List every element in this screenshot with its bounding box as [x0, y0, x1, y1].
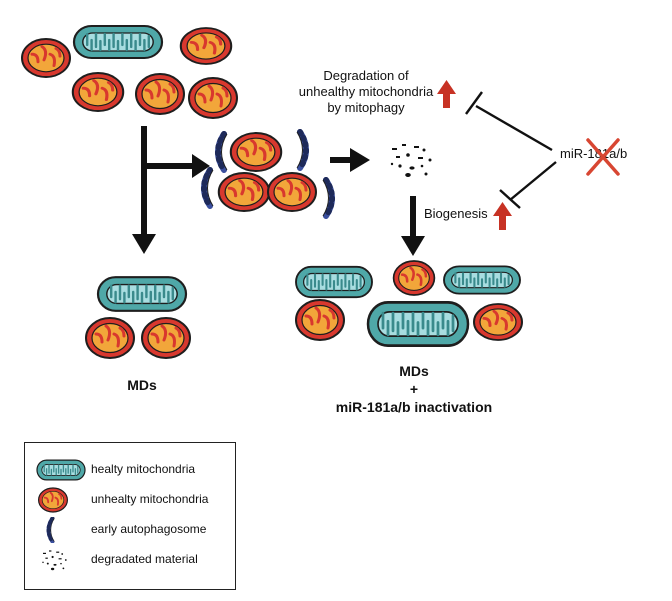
degraded-material-icon	[42, 550, 67, 571]
initial-mitochondria-group	[20, 24, 239, 120]
degradation-label-line3: by mitophagy	[327, 100, 405, 115]
biogenesis-arrow	[401, 196, 425, 256]
autophagosome-group	[204, 132, 332, 216]
healthy-mitochondrion-icon	[72, 24, 164, 60]
healthy-mitochondrion-icon	[294, 265, 374, 299]
legend-label: degradated material	[91, 552, 198, 566]
healthy-mitochondrion-icon	[36, 459, 86, 481]
unhealthy-mitochondrion-icon	[84, 316, 136, 360]
healthy-mitochondrion-icon	[366, 300, 470, 348]
increase-arrow-icon	[493, 202, 512, 230]
mds-inactivation-mitochondria-group	[294, 259, 524, 348]
to-degradation-arrow	[330, 148, 370, 172]
inhibited-x-icon	[586, 138, 620, 176]
mds-left-label: MDs	[127, 377, 157, 393]
mds-right-label: MDs	[399, 363, 429, 379]
legend-item: degradated material	[25, 547, 235, 573]
legend-label: early autophagosome	[91, 522, 207, 536]
unhealthy-mitochondrion-icon	[20, 37, 72, 79]
unhealthy-mitochondrion-icon	[71, 71, 125, 113]
unhealthy-mitochondrion-icon	[266, 171, 318, 213]
inhibition-lines	[465, 91, 557, 209]
unhealthy-mitochondrion-icon	[37, 487, 69, 513]
unhealthy-mitochondrion-icon	[472, 302, 524, 342]
healthy-mitochondrion-icon	[96, 275, 188, 313]
unhealthy-mitochondrion-icon	[294, 298, 346, 342]
legend-label: healty mitochondria	[91, 462, 196, 476]
branch-arrows	[132, 126, 210, 254]
inactivation-label: miR-181a/b inactivation	[336, 399, 492, 415]
degradation-label-line2: unhealthy mitochondria	[299, 84, 434, 99]
unhealthy-mitochondrion-icon	[229, 131, 283, 173]
unhealthy-mitochondrion-icon	[392, 259, 436, 297]
mds-mitochondria-group	[84, 275, 192, 360]
biogenesis-label: Biogenesis	[424, 206, 488, 221]
autophagosome-icon	[297, 132, 306, 168]
legend: healty mitochondria unhealty mitochondri…	[24, 442, 236, 590]
legend-item: unhealty mitochondria	[25, 487, 235, 513]
legend-label: unhealty mitochondria	[91, 492, 209, 506]
autophagosome-icon	[218, 134, 227, 170]
legend-item: healty mitochondria	[25, 457, 235, 483]
unhealthy-mitochondrion-icon	[187, 76, 239, 120]
degradation-label-line1: Degradation of	[323, 68, 409, 83]
plus-label: +	[410, 381, 418, 397]
autophagosome-icon	[204, 170, 213, 206]
increase-arrow-icon	[437, 80, 456, 108]
degraded-material-icon	[390, 144, 432, 177]
legend-item: early autophagosome	[25, 517, 235, 543]
unhealthy-mitochondrion-icon	[179, 26, 233, 66]
unhealthy-mitochondrion-icon	[140, 316, 192, 360]
healthy-mitochondrion-icon	[442, 265, 522, 295]
unhealthy-mitochondrion-icon	[134, 72, 186, 116]
autophagosome-icon	[323, 180, 332, 216]
autophagosome-icon	[46, 517, 57, 543]
unhealthy-mitochondrion-icon	[217, 171, 271, 213]
